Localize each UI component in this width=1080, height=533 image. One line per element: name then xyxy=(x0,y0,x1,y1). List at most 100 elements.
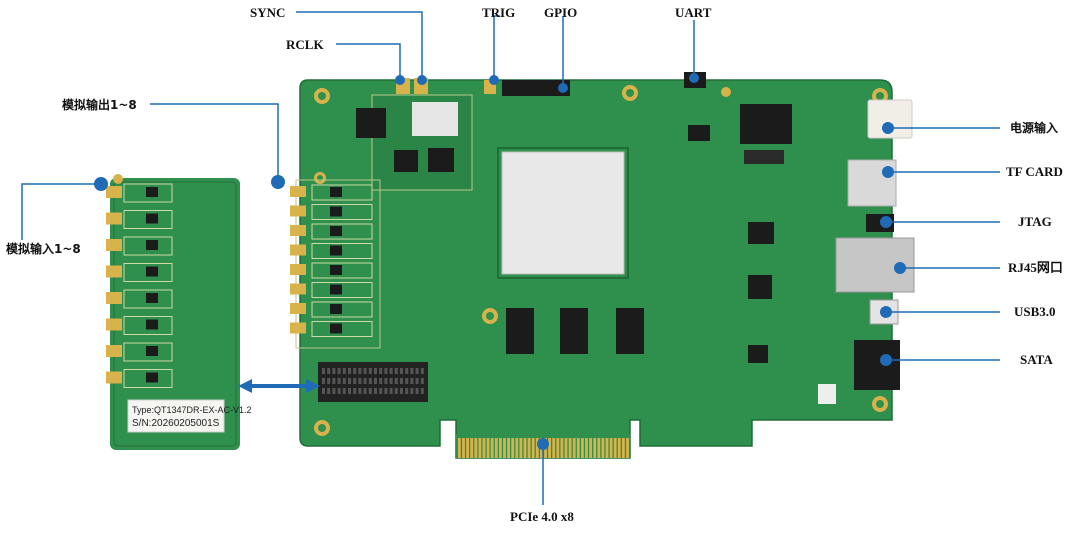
pcie-finger xyxy=(474,438,478,458)
fmc-pin xyxy=(363,368,367,374)
pcie-gold-fingers xyxy=(458,438,629,458)
label-pcie: PCIe 4.0 x8 xyxy=(510,509,574,524)
fmc-pin xyxy=(400,368,403,374)
fmc-pin xyxy=(363,378,367,384)
fmc-pin xyxy=(400,388,403,394)
pcie-finger xyxy=(527,438,531,458)
pcie-finger xyxy=(560,438,564,458)
fmc-pin xyxy=(322,378,325,384)
fmc-pin xyxy=(337,368,341,374)
pcie-finger xyxy=(507,438,510,458)
fmc-pin xyxy=(337,378,341,384)
connection-arrow xyxy=(238,379,320,393)
fmc-pin xyxy=(405,368,409,374)
daughter-channel-chip xyxy=(146,240,158,250)
pcie-finger xyxy=(548,438,551,458)
fmc-pin xyxy=(368,378,372,384)
daughter-sma-connectors xyxy=(106,183,173,388)
label-uart: UART xyxy=(675,5,712,20)
fmc-pin xyxy=(384,378,388,384)
fmc-pin xyxy=(420,388,424,394)
main-channel-chip xyxy=(330,245,342,256)
pcie-finger xyxy=(597,438,601,458)
pcie-finger xyxy=(494,438,498,458)
label-power-in: 电源输入 xyxy=(1010,121,1059,135)
fmc-pin xyxy=(353,388,357,394)
fmc-pin xyxy=(358,388,362,394)
fmc-pin xyxy=(420,378,424,384)
fmc-pin xyxy=(337,388,341,394)
pcie-finger xyxy=(486,438,490,458)
daughter-channel-outline xyxy=(123,183,173,203)
fmc-pin xyxy=(410,378,414,384)
fmc-pin xyxy=(374,378,377,384)
main-sma-connector xyxy=(290,322,306,334)
daughter-sma-connector xyxy=(106,265,122,278)
fmc-pin xyxy=(342,388,346,394)
fmc-pin xyxy=(420,368,424,374)
daughter-sma-connector xyxy=(106,345,122,357)
pcie-finger xyxy=(531,438,535,458)
fmc-pin xyxy=(342,368,346,374)
main-channel-outline xyxy=(311,204,373,220)
pcie-finger xyxy=(462,438,465,458)
main-sma-connector xyxy=(290,225,306,236)
fmc-pin xyxy=(384,388,388,394)
pcie-finger xyxy=(535,438,539,458)
label-analog-out: 模拟输出1~8 xyxy=(62,98,137,112)
pcie-finger xyxy=(499,438,502,458)
fmc-pin xyxy=(368,388,372,394)
label-sata: SATA xyxy=(1020,352,1053,367)
daughter-channel-outline xyxy=(123,263,173,282)
main-channel-outline xyxy=(311,262,373,279)
pcie-finger xyxy=(466,438,469,458)
daughter-channel-chip xyxy=(146,372,158,383)
fmc-pin xyxy=(394,378,398,384)
daughter-channel-chip xyxy=(146,319,158,330)
pcie-finger xyxy=(552,438,556,458)
pcie-finger xyxy=(593,438,597,458)
fmc-pin xyxy=(389,378,393,384)
pcie-finger xyxy=(515,438,519,458)
pcie-finger xyxy=(589,438,592,458)
main-sma-connector xyxy=(290,205,306,217)
fmc-pin xyxy=(348,388,351,394)
daughter-sma-connector xyxy=(106,239,122,251)
main-board xyxy=(290,72,915,459)
pcie-finger xyxy=(519,438,523,458)
leader-lines xyxy=(21,11,1000,505)
fmc-pin xyxy=(332,368,336,374)
pcie-finger xyxy=(503,438,506,458)
pcie-finger xyxy=(576,438,580,458)
main-channel-outline xyxy=(311,223,373,240)
daughter-channel-chip xyxy=(146,213,158,224)
daughter-channel-outline xyxy=(123,369,173,388)
pcie-finger xyxy=(511,438,515,458)
fmc-pin xyxy=(374,388,377,394)
daughter-board xyxy=(106,174,240,450)
fmc-pin xyxy=(342,378,346,384)
main-sma-connector xyxy=(290,283,306,295)
pcie-finger xyxy=(601,438,605,458)
daughter-channel-chip xyxy=(146,187,158,197)
fmc-pin xyxy=(332,378,336,384)
pcie-finger xyxy=(482,438,486,458)
pcie-finger xyxy=(581,438,584,458)
label-sync: SYNC xyxy=(250,5,286,20)
daughter-channel-outline xyxy=(123,289,173,309)
fmc-pin xyxy=(379,388,383,394)
fmc-pin xyxy=(322,388,325,394)
pcie-finger xyxy=(626,438,629,458)
daughter-channel-outline xyxy=(123,342,173,362)
label-analog-in: 模拟输入1~8 xyxy=(6,242,81,256)
label-jtag: JTAG xyxy=(1018,214,1052,229)
fmc-pin xyxy=(384,368,388,374)
fmc-pin xyxy=(348,368,351,374)
main-channel-outline xyxy=(311,243,373,259)
fmc-pin xyxy=(415,388,419,394)
pcie-finger xyxy=(458,438,461,458)
daughter-sma-connector xyxy=(106,318,122,331)
fmc-pin xyxy=(322,368,325,374)
main-channel-chip xyxy=(330,187,342,197)
daughter-sma-connector xyxy=(106,186,122,198)
